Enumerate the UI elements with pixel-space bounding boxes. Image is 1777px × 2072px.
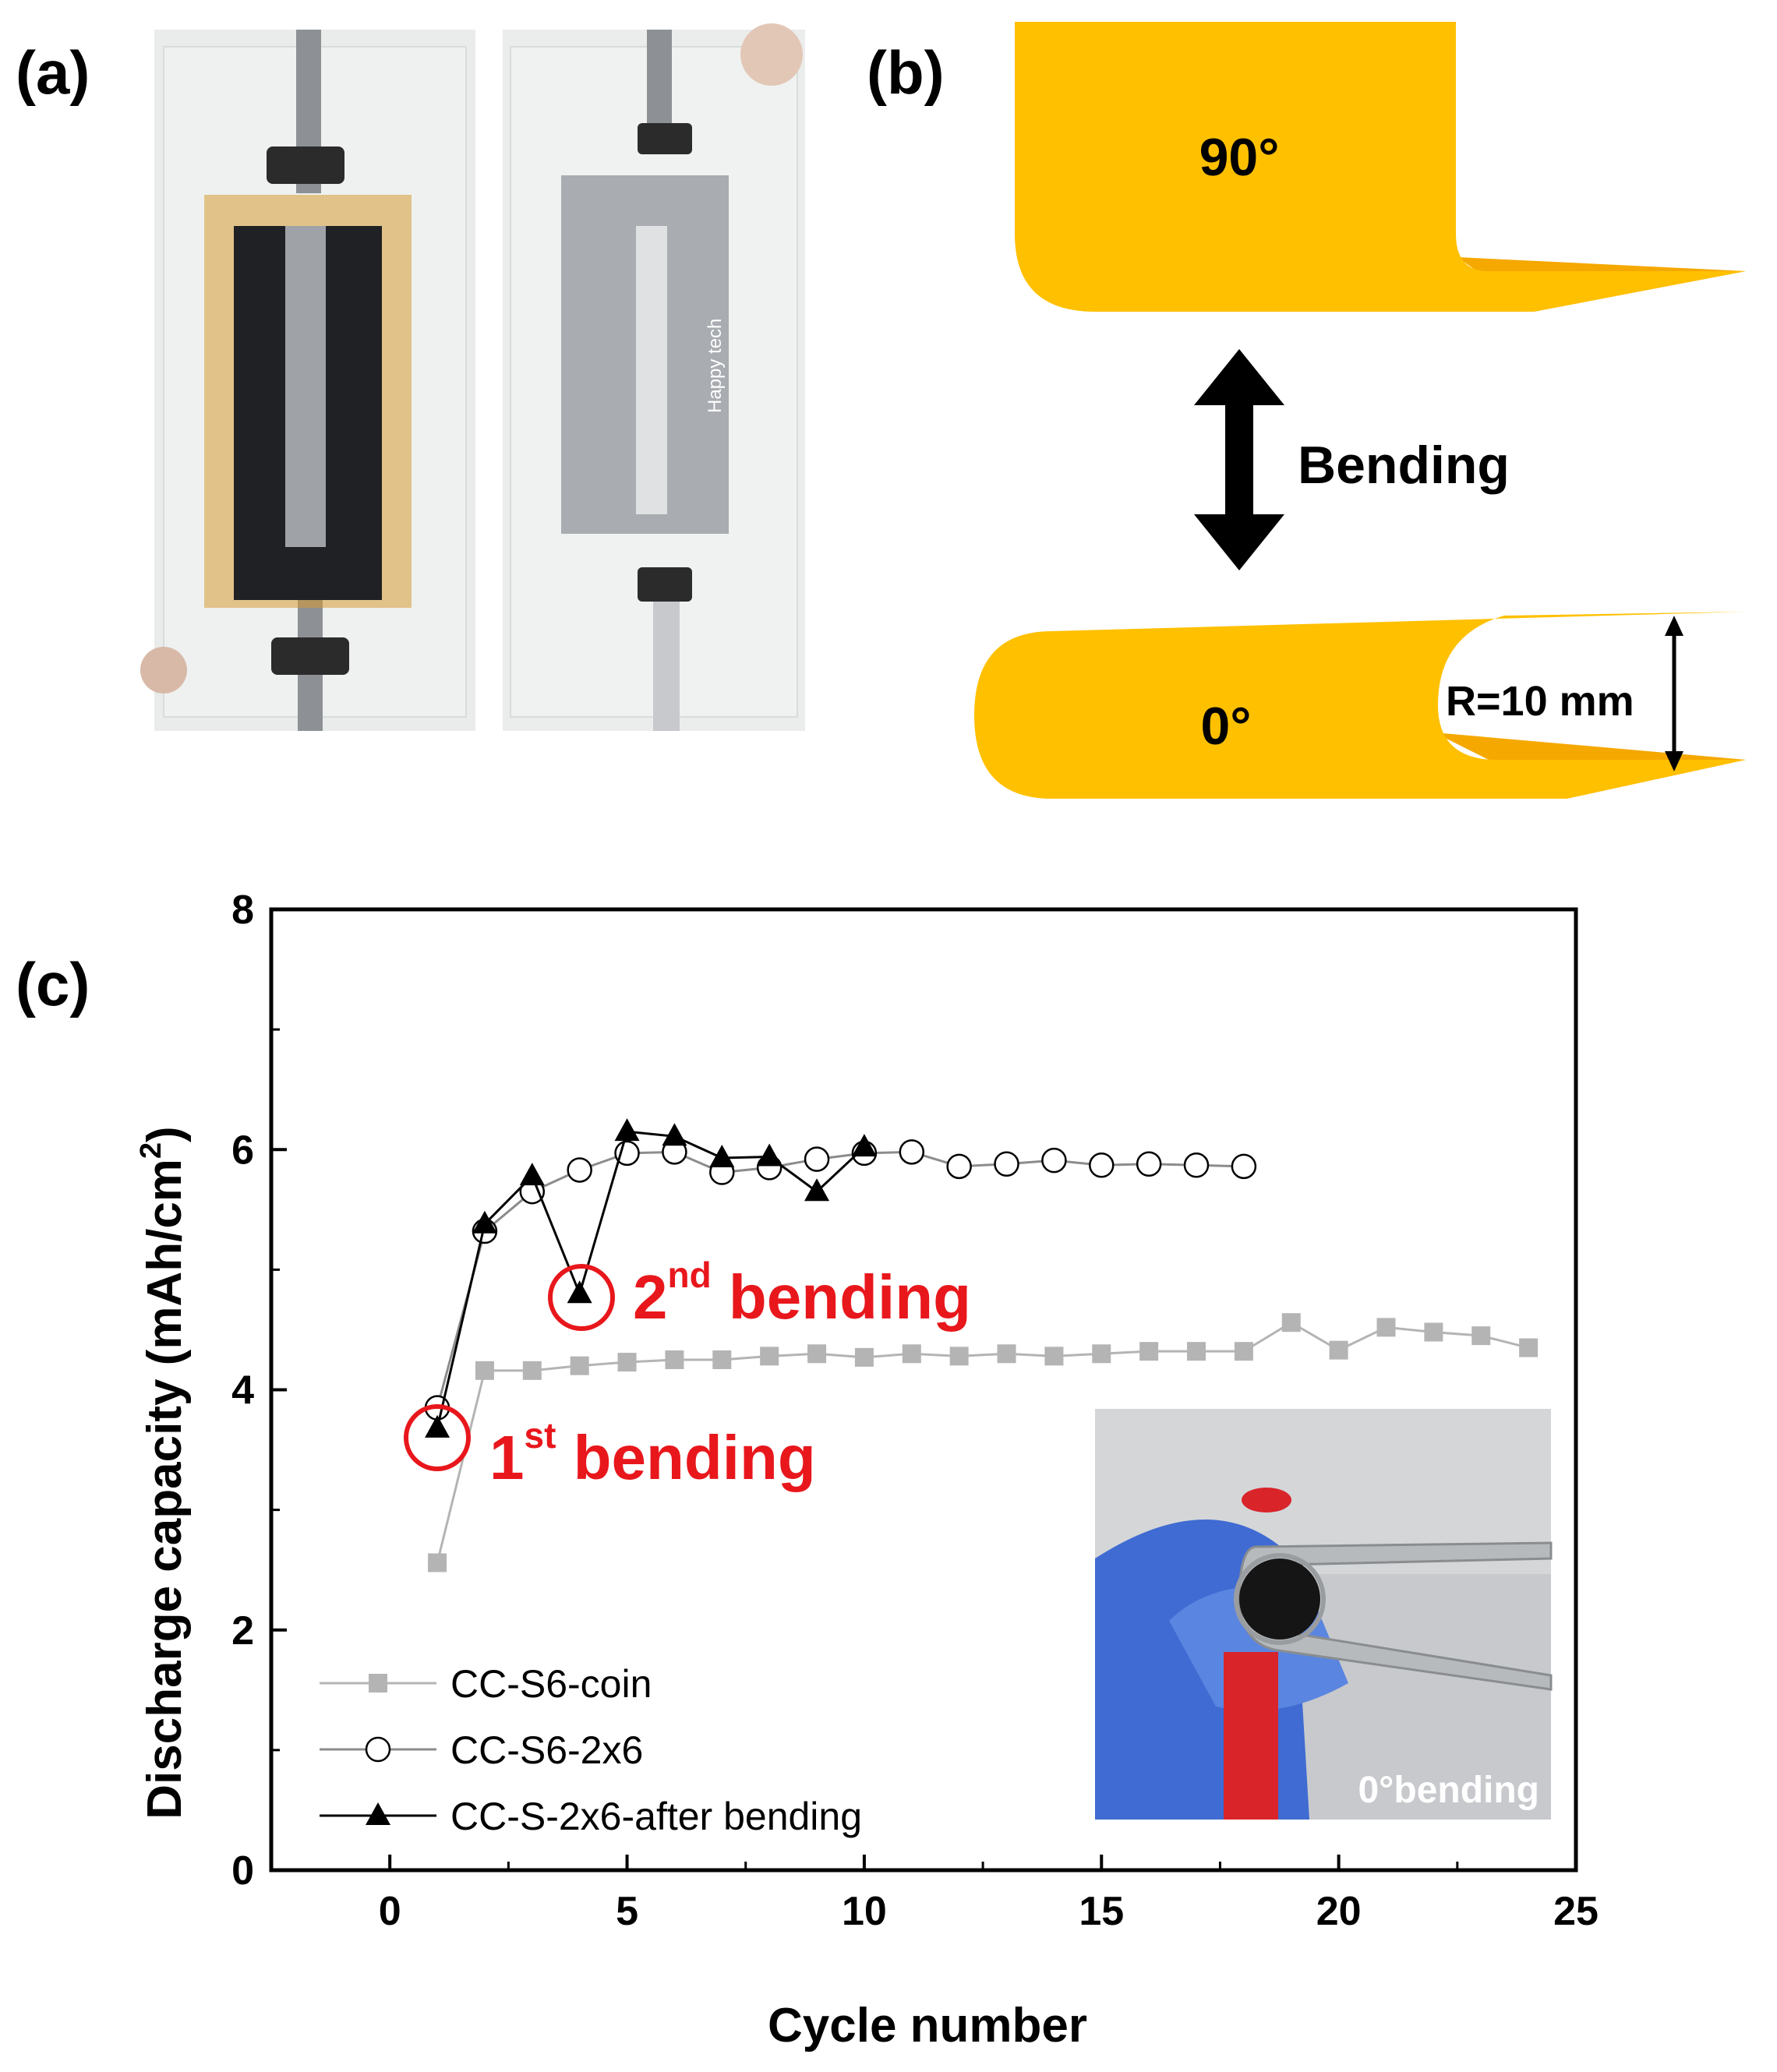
inset-photo	[1095, 1409, 1553, 1820]
bent-0-shape	[974, 612, 1746, 799]
data-point-series-1	[1092, 1344, 1111, 1364]
y-tick-label: 4	[231, 1368, 254, 1414]
y-axis-title-close: )	[138, 1126, 192, 1142]
angle-0-label: 0°	[1200, 697, 1251, 756]
second-bending-text: bending	[712, 1262, 971, 1332]
data-point-series-3	[425, 1414, 450, 1438]
plot-area: 0 5 10 15 20 25 0 2 4 6 8	[231, 888, 1599, 1934]
data-point-series-2	[804, 1146, 830, 1172]
data-point-series-1	[1424, 1322, 1443, 1342]
data-point-series-1	[1139, 1342, 1159, 1361]
data-point-series-3	[662, 1123, 687, 1146]
legend-label: CC-S6-2x6	[450, 1728, 643, 1772]
data-point-series-2	[1089, 1152, 1115, 1178]
data-point-series-2	[1041, 1147, 1067, 1174]
data-point-series-2	[1136, 1151, 1162, 1177]
legend-label: CC-S-2x6-after bending	[450, 1795, 862, 1838]
data-point-series-1	[570, 1356, 589, 1375]
data-point-series-3	[472, 1210, 497, 1234]
data-point-series-1	[760, 1347, 779, 1366]
data-point-series-2	[614, 1140, 640, 1167]
data-point-series-3	[851, 1134, 877, 1157]
legend-marker	[366, 1802, 390, 1825]
panel-c-label: (c)	[16, 950, 90, 1018]
data-point-series-1	[665, 1350, 684, 1369]
second-bending-number: 2	[633, 1262, 668, 1332]
y-axis-title-superscript: 2	[135, 1142, 168, 1159]
angle-90-label: 90°	[1199, 128, 1280, 187]
data-point-series-1	[1471, 1326, 1491, 1346]
data-point-series-1	[617, 1353, 637, 1372]
data-point-series-3	[567, 1280, 592, 1304]
second-bending-superscript: nd	[668, 1255, 712, 1295]
panel-b-label: (b)	[867, 38, 945, 107]
first-bending-annotation: 1st bending	[489, 1415, 816, 1492]
series-line-3	[436, 1130, 865, 1429]
data-point-series-2	[899, 1139, 925, 1165]
data-point-series-1	[854, 1347, 874, 1367]
inset-label: 0°bending	[1358, 1770, 1539, 1811]
radius-arrow-icon	[1665, 616, 1683, 771]
data-point-series-1	[522, 1361, 542, 1380]
data-point-series-3	[757, 1143, 783, 1167]
x-tick-label: 0	[379, 1889, 401, 1934]
x-tick-label: 20	[1316, 1889, 1362, 1934]
y-tick-label: 8	[231, 888, 254, 933]
data-point-series-2	[1183, 1152, 1210, 1178]
x-tick-label: 10	[842, 1889, 887, 1934]
data-point-series-2	[567, 1157, 592, 1183]
panel-a-label: (a)	[16, 38, 90, 107]
y-axis-title: Discharge capacity (mAh/cm2)	[135, 1126, 192, 1819]
data-point-series-2	[994, 1151, 1019, 1177]
second-bending-circle	[548, 1264, 615, 1331]
pouch-cell-photo-right: Happy tech	[503, 23, 805, 731]
legend-marker	[369, 1674, 387, 1693]
y-tick-label: 0	[231, 1848, 254, 1894]
data-point-series-1	[1376, 1318, 1396, 1337]
data-point-series-1	[712, 1350, 732, 1369]
y-axis-title-main: Discharge capacity (mAh/cm	[138, 1159, 192, 1820]
bending-label: Bending	[1298, 436, 1510, 495]
data-point-series-3	[519, 1163, 545, 1186]
first-bending-number: 1	[489, 1423, 525, 1492]
data-point-series-1	[1044, 1347, 1064, 1366]
data-point-series-1	[428, 1553, 447, 1573]
data-point-series-2	[946, 1153, 972, 1180]
first-bending-superscript: st	[525, 1415, 556, 1456]
x-tick-label: 25	[1553, 1889, 1599, 1934]
first-bending-text: bending	[556, 1423, 815, 1492]
y-tick-label: 2	[231, 1608, 254, 1654]
pouch-cell-photo-left	[140, 30, 475, 731]
bent-90-shape	[1015, 22, 1746, 312]
data-point-series-2	[1231, 1153, 1257, 1180]
data-point-series-1	[1519, 1338, 1539, 1357]
bending-arrow-icon	[1194, 349, 1284, 570]
radius-label: R=10 mm	[1446, 678, 1634, 725]
data-point-series-1	[949, 1347, 969, 1366]
first-bending-circle	[404, 1404, 471, 1471]
data-point-series-1	[902, 1344, 921, 1364]
x-tick-label: 15	[1079, 1889, 1124, 1934]
y-tick-label: 6	[231, 1128, 254, 1173]
data-point-series-3	[614, 1118, 640, 1142]
data-point-series-1	[1187, 1342, 1206, 1361]
x-axis-title: Cycle number	[768, 1999, 1087, 2053]
data-point-series-1	[1281, 1313, 1301, 1333]
data-point-series-1	[475, 1361, 494, 1380]
data-point-series-1	[1329, 1340, 1348, 1360]
data-point-series-1	[997, 1344, 1016, 1364]
data-point-series-3	[709, 1145, 735, 1168]
x-tick-label: 5	[616, 1889, 638, 1934]
brand-text: Happy tech	[705, 319, 726, 413]
second-bending-annotation: 2nd bending	[633, 1255, 971, 1332]
data-point-series-3	[804, 1178, 830, 1202]
legend-marker	[365, 1736, 391, 1763]
legend-label: CC-S6-coin	[450, 1662, 652, 1706]
data-point-series-1	[807, 1344, 827, 1364]
data-point-series-1	[1234, 1342, 1253, 1361]
